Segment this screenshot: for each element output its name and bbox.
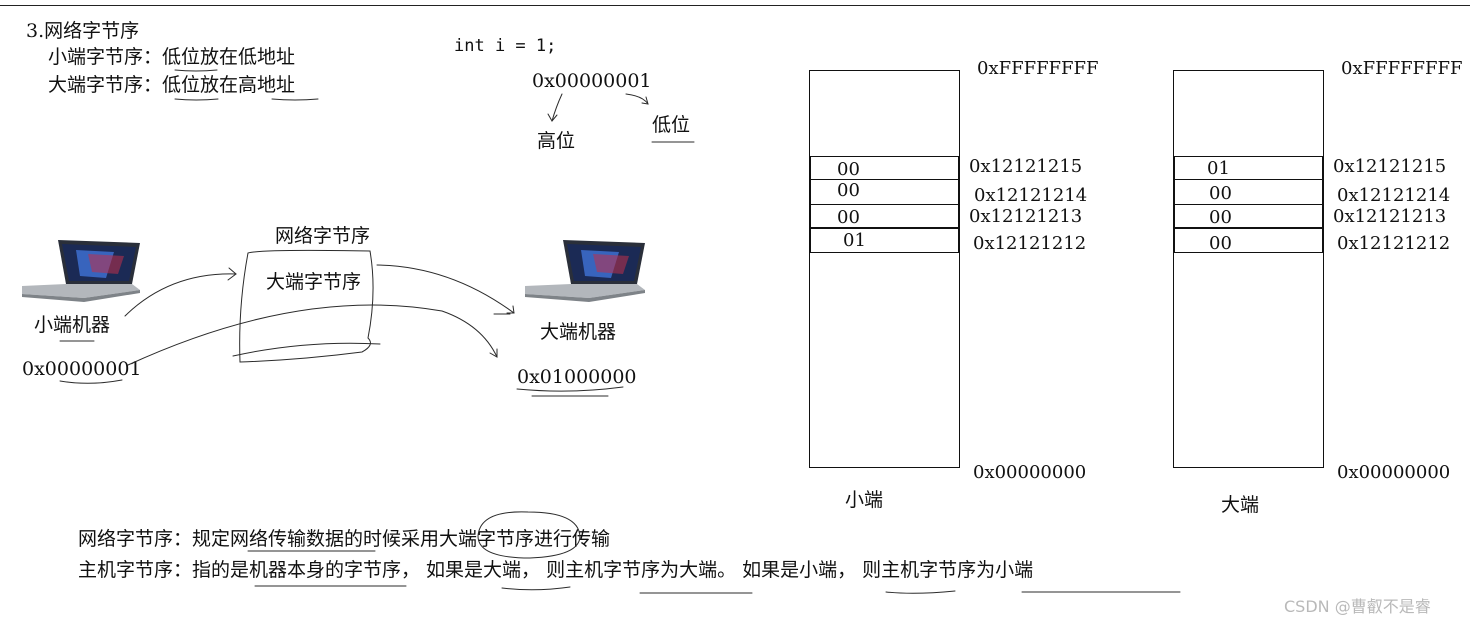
code-declaration: int i = 1; [454,36,556,56]
sender-value: 0x00000001 [22,360,142,379]
memory-big-address-1215: 0x12121215 [1333,156,1446,177]
low-order-label: 低位 [652,116,690,135]
memory-big-endian [1173,70,1324,468]
memory-little-address-1215: 0x12121215 [969,156,1082,177]
underline-little-def [175,70,217,71]
high-order-label: 高位 [537,132,575,151]
arrowhead-value-transfer [490,349,497,357]
memory-little-address-1212: 0x12121212 [973,233,1086,254]
arrowhead-network-to-receiver [507,306,514,313]
receiver-machine-label: 大端机器 [540,323,616,342]
underline-if-big [502,587,570,590]
laptop-icon-receiver [525,240,647,302]
section-title: 3.网络字节序 [26,22,139,41]
memory-little-caption: 小端 [845,491,883,510]
memory-little-address-1213: 0x12121213 [969,206,1082,227]
memory-big-address-1214: 0x12121214 [1337,185,1450,206]
memory-big-caption: 大端 [1221,496,1259,515]
csdn-watermark: CSDN @曹叡不是睿 [1284,593,1431,617]
arrowhead-high [548,114,557,121]
underline-sender-value [60,380,122,383]
little-endian-definition: 小端字节序：低位放在低地址 [48,48,295,67]
memory-big-bottom-address: 0x00000000 [1337,462,1450,483]
memory-big-address-1212: 0x12121212 [1337,233,1450,254]
arrow-value-transfer [128,305,497,365]
network-frame-lower-curve [233,343,380,356]
laptop-icon-sender [22,240,142,302]
top-rule [0,5,1470,6]
memory-big-cell-1213: 00 [1174,204,1323,228]
memory-little-cell-1212: 01 [810,228,959,253]
memory-little-cell-1214: 00 [810,180,959,204]
network-frame-title: 网络字节序 [275,227,370,246]
underline-big-def [175,99,218,100]
memory-big-top-address: 0xFFFFFFFF [1341,58,1463,79]
arrow-network-to-receiver [377,265,514,313]
arrowhead-low [642,97,648,104]
arrow-to-low [626,94,648,104]
memory-big-cell-1212: 00 [1174,228,1323,253]
big-endian-definition: 大端字节序：低位放在高地址 [48,76,295,95]
code-hex-value: 0x00000001 [532,72,652,91]
receiver-value: 0x01000000 [517,368,637,387]
network-frame-content: 大端字节序 [266,273,361,292]
underline-if-little [886,591,955,593]
memory-little-cell-1215: 00 [810,156,959,180]
memory-big-cell-1214: 00 [1174,180,1323,204]
underline-big-def-2 [272,99,318,100]
memory-big-cell-1215: 01 [1174,156,1323,180]
memory-little-endian [809,70,960,468]
memory-little-top-address: 0xFFFFFFFF [977,58,1099,79]
network-byte-order-note: 网络字节序：规定网络传输数据的时候采用大端字节序进行传输 [78,530,610,549]
memory-little-cell-1213: 00 [810,204,959,228]
arrow-to-high [552,94,562,121]
host-byte-order-note: 主机字节序：指的是机器本身的字节序， 如果是大端， 则主机字节序为大端。 如果是… [78,561,1033,580]
sender-machine-label: 小端机器 [34,316,110,335]
memory-big-address-1213: 0x12121213 [1333,206,1446,227]
memory-little-bottom-address: 0x00000000 [973,462,1086,483]
arrowhead-sender-to-network [228,268,236,280]
memory-little-address-1214: 0x12121214 [974,185,1087,206]
network-frame [240,250,373,362]
